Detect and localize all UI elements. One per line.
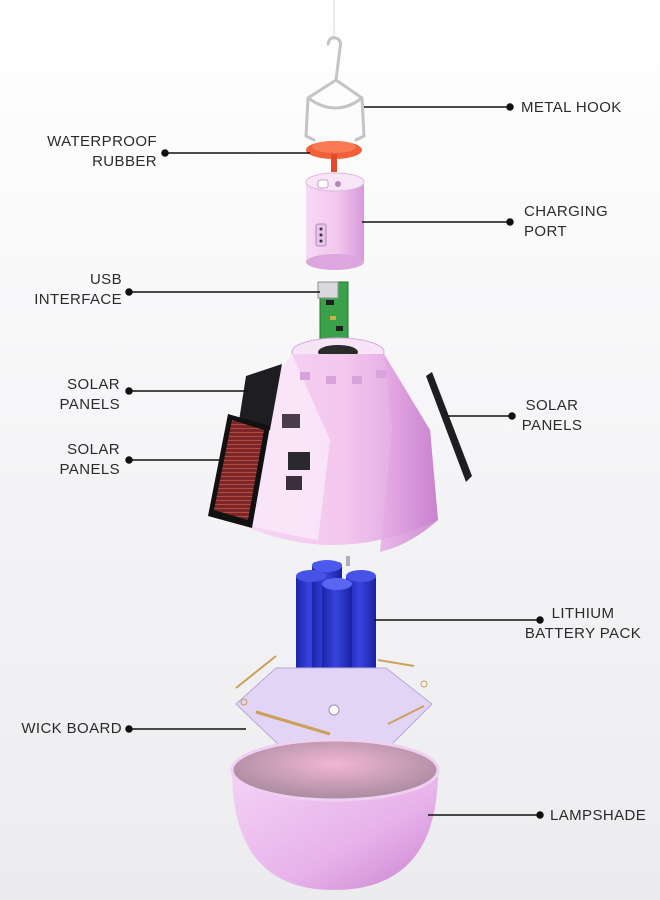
label-metal-hook: METAL HOOK (521, 98, 622, 118)
label-line: WICK BOARD (21, 720, 122, 737)
label-line: INTERFACE (34, 291, 122, 308)
wick-board (235, 655, 433, 747)
label-line: PANELS (521, 417, 583, 434)
label-line: PORT (524, 223, 567, 240)
waterproof-rubber (306, 141, 362, 172)
label-line: SOLAR (67, 441, 120, 458)
metal-hook (304, 36, 366, 142)
label-wick-board: WICK BOARD (21, 719, 122, 739)
label-charging-port: CHARGING PORT (524, 202, 608, 242)
label-lampshade: LAMPSHADE (550, 806, 646, 826)
leader-lines (125, 103, 544, 819)
label-line: PANELS (59, 396, 120, 413)
label-solar-panels-left-top: SOLAR PANELS (60, 375, 120, 415)
charging-port-housing (305, 172, 365, 270)
label-lithium-battery-pack: LITHIUM BATTERY PACK (522, 604, 644, 644)
lithium-battery-pack (296, 560, 376, 698)
label-line: WATERPROOF (47, 133, 157, 150)
label-line: CHARGING (524, 203, 609, 220)
label-line: SOLAR (67, 376, 120, 393)
solar-panel-right (426, 372, 472, 482)
label-line: USB (89, 271, 122, 288)
label-line: SOLAR (525, 397, 579, 414)
label-line: RUBBER (92, 153, 157, 170)
usb-pcb (317, 281, 349, 345)
solar-panel-left-bottom (208, 414, 270, 528)
label-waterproof-rubber: WATERPROOF RUBBER (47, 132, 157, 172)
label-line: LITHIUM (551, 605, 615, 622)
label-solar-panels-left-bottom: SOLAR PANELS (60, 440, 120, 480)
label-usb-interface: USB INTERFACE (34, 270, 122, 310)
label-line: BATTERY PACK (524, 625, 642, 642)
label-line: PANELS (59, 461, 120, 478)
lampshade (230, 738, 440, 890)
label-line: METAL HOOK (521, 99, 622, 116)
label-solar-panels-right: SOLAR PANELS (520, 396, 584, 436)
label-line: LAMPSHADE (550, 807, 647, 824)
